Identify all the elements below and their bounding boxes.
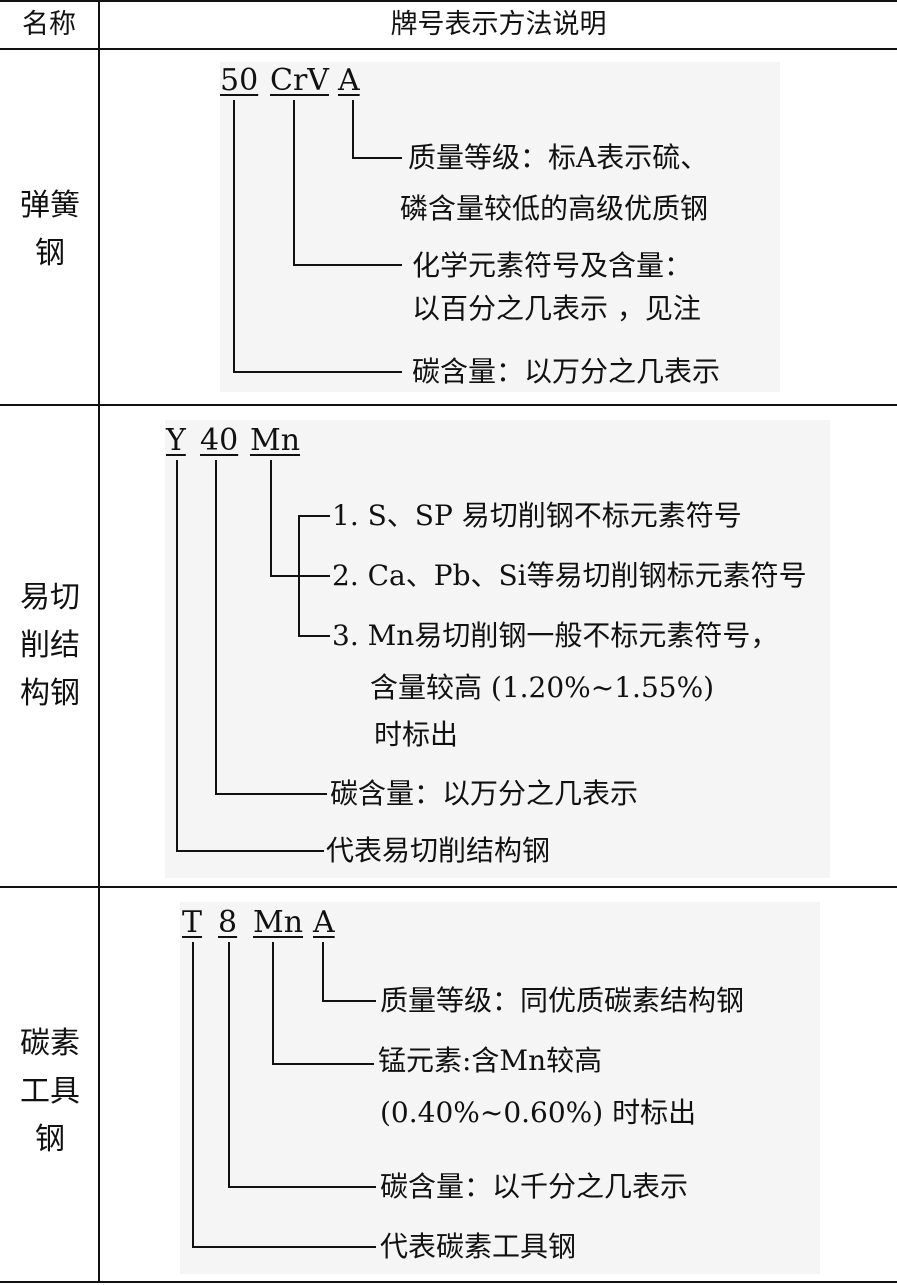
column-divider — [98, 0, 100, 1283]
name-line: 工具 — [20, 1074, 80, 1109]
connector-line — [272, 942, 274, 1065]
connector-line — [233, 100, 235, 373]
name-line: 碳素 — [20, 1026, 80, 1061]
code-8: 8 — [218, 905, 238, 940]
note-grade: 质量等级：标A表示硫、 — [408, 141, 709, 174]
header-name: 名称 — [22, 9, 76, 40]
note-item-2: 2. Ca、Pb、Si等易切削钢标元素符号 — [332, 559, 807, 592]
connector-line — [298, 515, 300, 637]
connector-line — [298, 515, 330, 517]
name-line: 钢 — [35, 236, 65, 271]
header-description: 牌号表示方法说明 — [390, 9, 607, 40]
note-element: 化学元素符号及含量： — [412, 249, 693, 282]
note-item-3-cont: 含量较高 (1.20%~1.55%) — [370, 671, 715, 704]
connector-line — [215, 460, 217, 795]
row-name-carbon-tool-steel: 碳素 工具 钢 — [0, 1020, 100, 1164]
code-mn: Mn — [253, 905, 304, 940]
note-carbon: 碳含量：以千分之几表示 — [380, 1170, 689, 1203]
connector-line — [270, 575, 330, 577]
diagram-panel-free-cutting-steel — [165, 420, 830, 878]
connector-line — [352, 100, 354, 159]
code-y: Y — [166, 423, 186, 458]
note-mn: 锰元素:含Mn较高 — [378, 1044, 603, 1077]
row-name-spring-steel: 弹簧 钢 — [0, 182, 100, 278]
note-carbon: 碳含量：以万分之几表示 — [412, 355, 721, 388]
code-crv: CrV — [270, 63, 329, 98]
name-line: 弹簧 — [20, 188, 80, 223]
note-mn-cont: (0.40%~0.60%) 时标出 — [380, 1096, 697, 1129]
connector-line — [322, 1000, 376, 1002]
table-top-border — [0, 0, 897, 2]
connector-line — [233, 371, 402, 373]
connector-line — [293, 100, 295, 266]
connector-line — [298, 635, 330, 637]
note-type: 代表碳素工具钢 — [380, 1230, 577, 1263]
connector-line — [228, 942, 230, 1188]
note-grade: 质量等级：同优质碳素结构钢 — [380, 984, 745, 1017]
code-a: A — [338, 63, 360, 98]
name-line: 钢 — [35, 1122, 65, 1157]
connector-line — [228, 1186, 376, 1188]
code-50: 50 — [220, 63, 259, 98]
note-item-1: 1. S、SP 易切削钢不标元素符号 — [332, 499, 742, 532]
connector-line — [215, 793, 327, 795]
code-t: T — [182, 905, 203, 940]
row-divider-1 — [0, 404, 897, 406]
diagram-panel-spring-steel — [220, 62, 780, 392]
row-divider-2 — [0, 886, 897, 888]
connector-line — [176, 460, 178, 852]
name-line: 易切 — [20, 580, 80, 615]
code-mn: Mn — [250, 423, 301, 458]
connector-line — [322, 942, 324, 1002]
name-line: 构钢 — [20, 676, 80, 711]
diagram-panel-carbon-tool-steel — [180, 902, 820, 1274]
code-a: A — [313, 905, 335, 940]
connector-line — [352, 157, 402, 159]
note-element-cont: 以百分之几表示 ，见注 — [412, 292, 701, 325]
note-type: 代表易切削结构钢 — [326, 834, 551, 867]
code-40: 40 — [200, 423, 239, 458]
name-line: 削结 — [20, 628, 80, 663]
connector-line — [192, 942, 194, 1248]
note-item-3-cont: 时标出 — [374, 718, 459, 751]
row-name-free-cutting-steel: 易切 削结 构钢 — [0, 574, 100, 718]
table-bottom-border — [0, 1281, 897, 1283]
connector-line — [192, 1246, 376, 1248]
note-grade-cont: 磷含量较低的高级优质钢 — [400, 192, 709, 225]
connector-line — [176, 850, 324, 852]
header-divider — [0, 48, 897, 50]
connector-line — [272, 1063, 374, 1065]
connector-line — [270, 460, 272, 577]
note-carbon: 碳含量：以万分之几表示 — [330, 777, 639, 810]
note-item-3: 3. Mn易切削钢一般不标元素符号， — [332, 619, 779, 652]
connector-line — [293, 264, 402, 266]
